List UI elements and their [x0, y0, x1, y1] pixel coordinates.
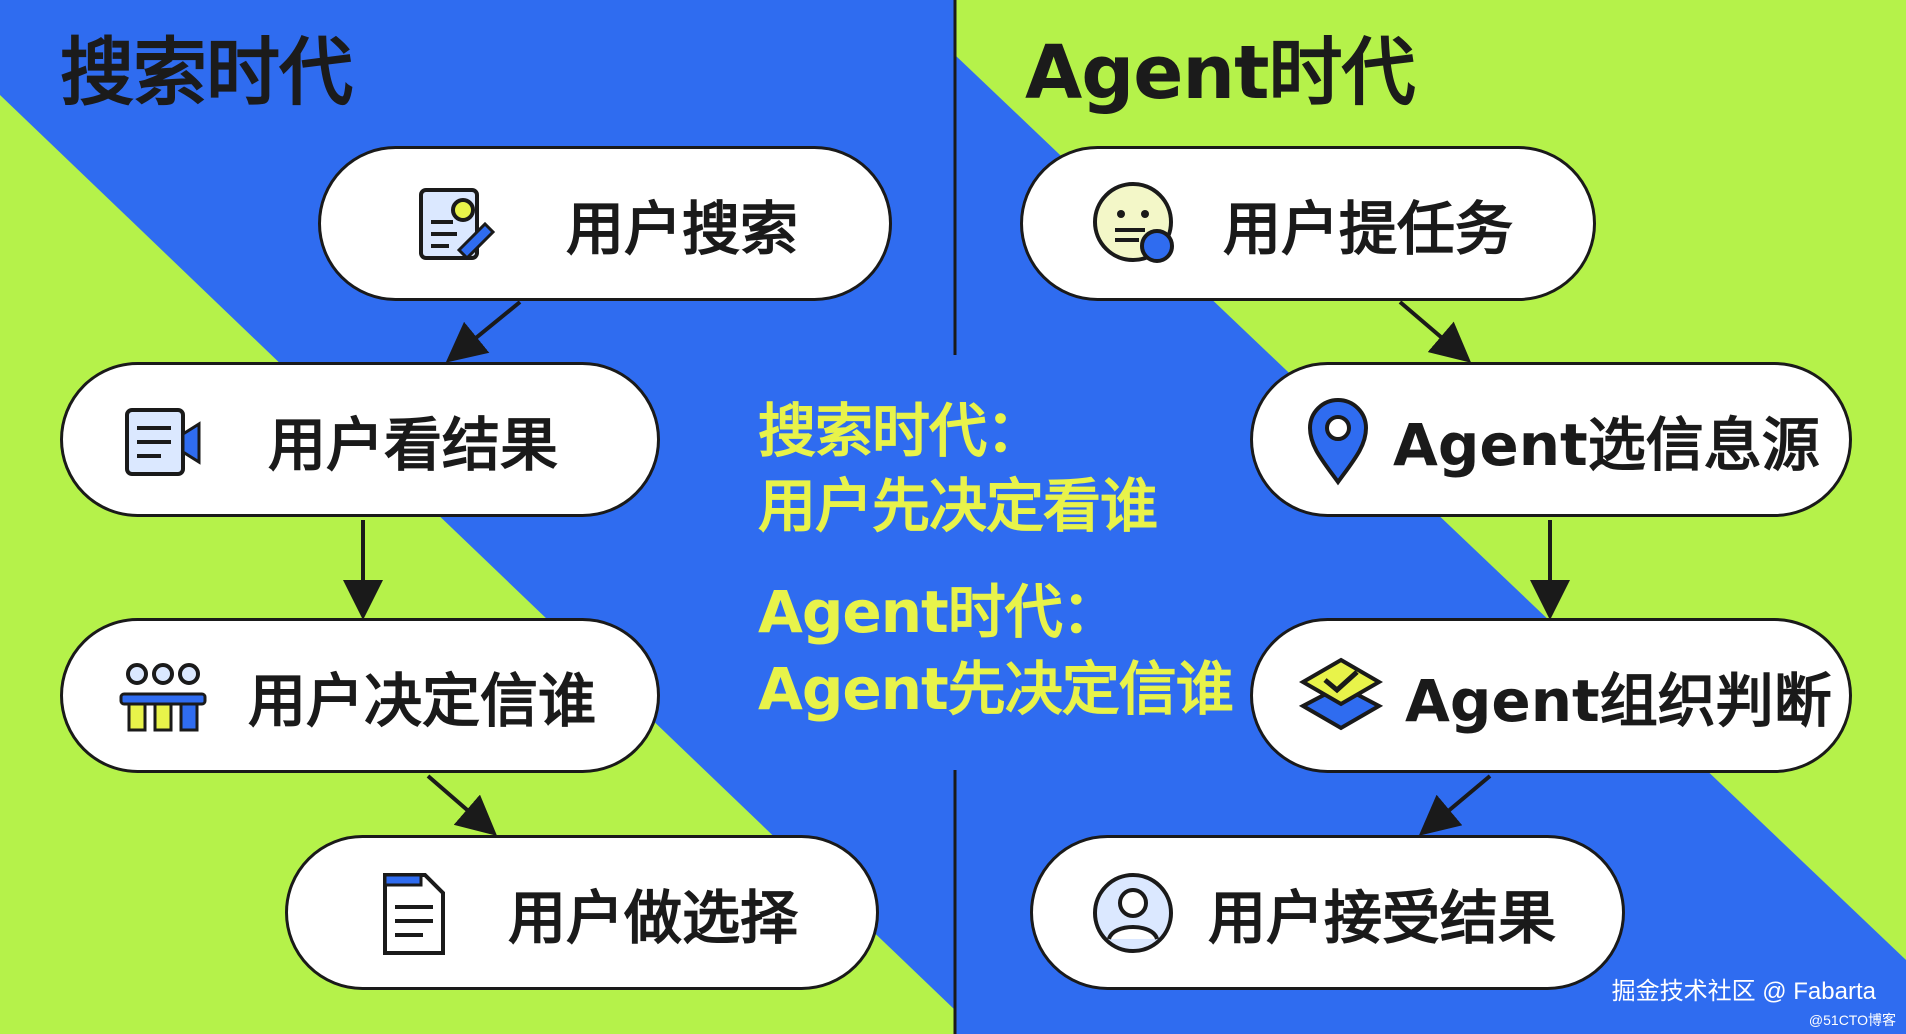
right-step-2: Agent选信息源 [1250, 362, 1852, 517]
watermark-sub: @51CTO博客 [1808, 1012, 1896, 1028]
arrow-right-1 [1398, 300, 1472, 363]
right-title: Agent时代 [1025, 30, 1415, 116]
center-caption-line-2: 用户先决定看谁 [758, 472, 1158, 540]
left-title: 搜索时代 [60, 30, 353, 116]
left-step-3: 用户决定信谁 [60, 618, 660, 773]
document-search-icon [419, 187, 496, 260]
right-step-3-label: Agent组织判断 [1405, 666, 1832, 735]
arrow-left-1 [445, 300, 522, 363]
center-caption-line-1: 搜索时代： [758, 397, 1044, 465]
watermark-text: 掘金技术社区 @ Fabarta [1611, 978, 1876, 1005]
location-pin-icon [1307, 397, 1369, 485]
face-chat-icon [1093, 181, 1174, 263]
right-step-1-label: 用户提任务 [1223, 194, 1514, 263]
center-caption-line-4: Agent先决定信谁 [758, 655, 1234, 723]
center-caption-line-3: Agent时代： [758, 578, 1120, 646]
right-step-3: Agent组织判断 [1250, 618, 1852, 773]
file-icon [383, 872, 445, 955]
left-step-3-label: 用户决定信谁 [248, 666, 597, 735]
left-step-1: 用户搜索 [318, 146, 892, 301]
left-step-1-label: 用户搜索 [566, 194, 799, 263]
right-step-4: 用户接受结果 [1030, 835, 1625, 990]
people-group-icon [119, 662, 207, 731]
left-step-4-label: 用户做选择 [508, 883, 799, 952]
arrow-right-3 [1418, 774, 1492, 836]
left-step-2-label: 用户看结果 [268, 410, 559, 479]
left-step-2: 用户看结果 [60, 362, 660, 517]
layers-check-icon [1298, 657, 1384, 730]
arrow-left-3 [426, 774, 498, 836]
right-step-2-label: Agent选信息源 [1393, 410, 1820, 479]
right-step-4-label: 用户接受结果 [1208, 883, 1557, 952]
user-avatar-icon [1093, 872, 1173, 953]
right-step-1: 用户提任务 [1020, 146, 1596, 301]
video-document-icon [125, 407, 201, 476]
left-step-4: 用户做选择 [285, 835, 879, 990]
